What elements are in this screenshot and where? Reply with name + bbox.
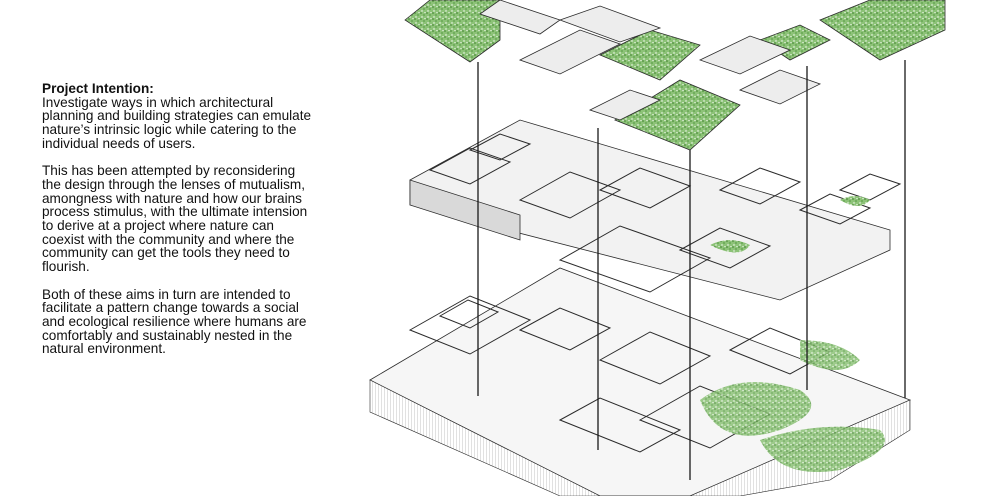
project-intention-heading: Project Intention: (42, 81, 154, 96)
intention-paragraph-1: Investigate ways in which architectural … (42, 94, 312, 151)
roof-slab-center (614, 79, 741, 151)
ground-vegetation (700, 340, 885, 472)
site-base-left-face (369, 379, 690, 496)
roof-slab-right (819, 0, 946, 61)
roof-slab-center-left (599, 29, 701, 81)
first-floor-level (409, 119, 902, 301)
first-floor-vegetation (710, 196, 870, 253)
roof-slab-left (404, 0, 501, 63)
vertical-columns (477, 60, 906, 480)
intention-paragraph-2: This has been attempted by reconsidering… (42, 163, 308, 275)
project-intention-text: Project Intention: Investigate ways in w… (42, 82, 317, 370)
first-floor-wall-left (409, 179, 521, 241)
roof-level (404, 0, 946, 151)
intention-paragraph-3: Both of these aims in turn are intended … (42, 286, 307, 357)
ground-level (369, 267, 912, 496)
roof-structures (479, 0, 822, 121)
exploded-axonometric-drawing (369, 0, 946, 496)
